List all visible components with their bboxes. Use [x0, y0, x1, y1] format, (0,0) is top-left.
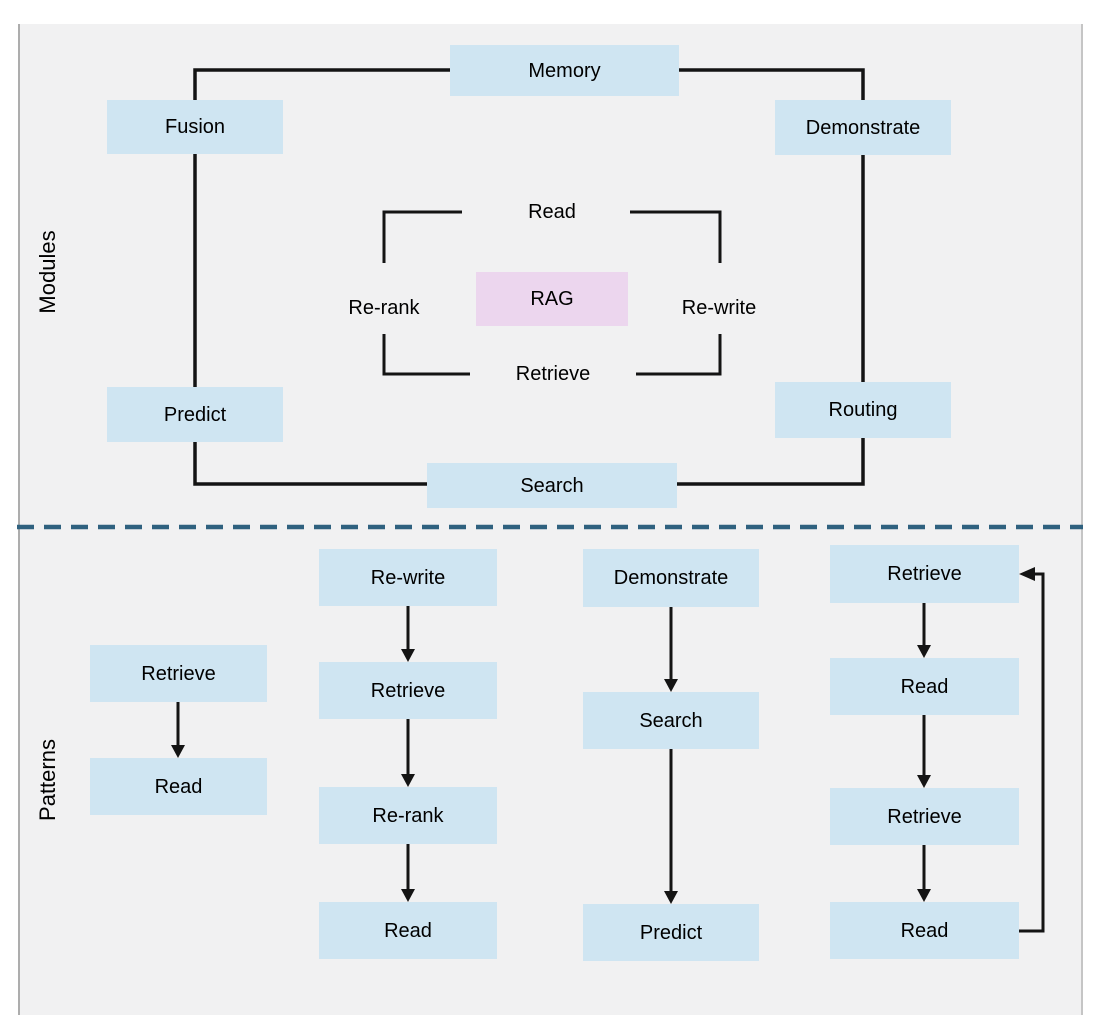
pattern4-step-read-1: Read — [830, 658, 1019, 715]
bracket-read-rerank — [382, 210, 462, 263]
pattern1-arrow — [171, 702, 185, 758]
rag-box: RAG — [476, 272, 628, 326]
pattern4-arrows — [917, 603, 931, 902]
pattern3-step-demonstrate: Demonstrate — [583, 549, 759, 607]
bracket-rewrite-retrieve — [636, 334, 722, 376]
module-box-predict: Predict — [107, 387, 283, 442]
inner-label-retrieve: Retrieve — [515, 363, 591, 385]
pattern3-step-search: Search — [583, 692, 759, 749]
pattern2-step-read: Read — [319, 902, 497, 959]
pattern2-step-rewrite: Re-write — [319, 549, 497, 606]
inner-label-rerank: Re-rank — [348, 297, 420, 319]
pattern4-step-retrieve-1: Retrieve — [830, 545, 1019, 603]
bracket-read-rewrite — [630, 210, 722, 263]
pattern1-step-read: Read — [90, 758, 267, 815]
inner-label-rewrite: Re-write — [681, 297, 757, 319]
pattern4-step-read-2: Read — [830, 902, 1019, 959]
inner-label-read: Read — [528, 201, 576, 223]
module-box-memory: Memory — [450, 45, 679, 96]
pattern4-loop-arrow — [1019, 567, 1045, 933]
modules-section-label: Modules — [35, 230, 60, 314]
pattern3-step-predict: Predict — [583, 904, 759, 961]
modules-right-connector — [677, 68, 865, 486]
modules-left-connector — [193, 68, 450, 486]
pattern1-step-retrieve: Retrieve — [90, 645, 267, 702]
pattern3-arrows — [664, 607, 678, 904]
module-box-fusion: Fusion — [107, 100, 283, 154]
pattern4-step-retrieve-2: Retrieve — [830, 788, 1019, 845]
pattern2-step-rerank: Re-rank — [319, 787, 497, 844]
module-box-routing: Routing — [775, 382, 951, 438]
module-box-demonstrate: Demonstrate — [775, 100, 951, 155]
pattern2-arrows — [401, 606, 415, 902]
patterns-section-label: Patterns — [35, 739, 60, 821]
pattern2-step-retrieve: Retrieve — [319, 662, 497, 719]
module-box-search: Search — [427, 463, 677, 508]
bracket-rerank-retrieve — [382, 334, 470, 376]
